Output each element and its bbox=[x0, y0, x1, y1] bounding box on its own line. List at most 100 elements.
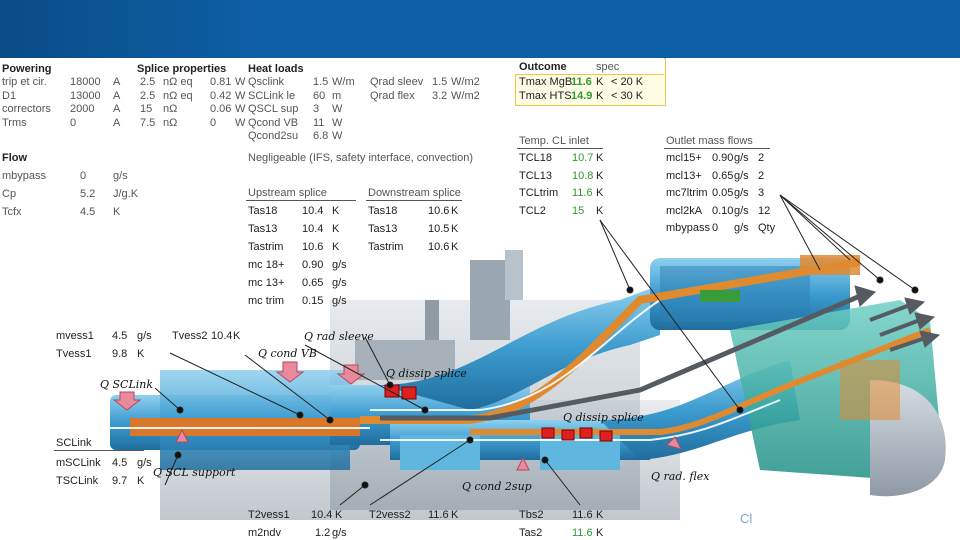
t2vess1-value: 10.4 bbox=[311, 509, 333, 521]
tvess2-name: Tvess2 bbox=[172, 330, 208, 342]
downstream-unit: K bbox=[451, 205, 459, 217]
vessel-unit: K bbox=[137, 348, 145, 360]
heat-load-value: 1.5 bbox=[313, 76, 329, 88]
heat-load-arrows bbox=[112, 361, 682, 471]
upstream-name: Tas13 bbox=[248, 223, 278, 235]
upstream-splice-underline bbox=[246, 200, 356, 201]
splice-unit: nΩ eq bbox=[163, 76, 193, 88]
outcome-spec: < 30 K bbox=[611, 90, 644, 102]
heat-loads-title: Heat loads bbox=[248, 63, 304, 75]
label-qscl-support: Q SCL support bbox=[153, 466, 236, 479]
flow-unit: K bbox=[113, 206, 121, 218]
powering-name: correctors bbox=[2, 103, 51, 115]
heat-load-unit: W/m bbox=[332, 76, 355, 88]
tcl-unit: K bbox=[596, 187, 604, 199]
tvess2-unit: K bbox=[233, 330, 241, 342]
downstream-value: 10.6 bbox=[428, 205, 450, 217]
t2vess2-name: T2vess2 bbox=[369, 509, 411, 521]
temp-cl-inlet-title: Temp. CL inlet bbox=[519, 135, 589, 147]
tcl-name: TCLtrim bbox=[519, 187, 559, 199]
t2vess1-name: T2vess1 bbox=[248, 509, 290, 521]
splice-value: 2.5 bbox=[140, 89, 156, 102]
splice-unit: nΩ eq bbox=[163, 89, 193, 102]
splice-power-unit: W bbox=[235, 116, 246, 129]
outcome-spec: < 20 K bbox=[611, 76, 644, 88]
header-gradient bbox=[0, 0, 260, 58]
heat-load-extra-value: 1.5 bbox=[432, 76, 448, 88]
vessel-value: 9.8 bbox=[112, 348, 128, 360]
powering-value: 2000 bbox=[70, 103, 95, 115]
heat-load-extra-name: Qrad sleev bbox=[370, 76, 424, 88]
outlet-unit: g/s bbox=[734, 169, 749, 182]
outcome-header bbox=[515, 58, 664, 75]
outlet-unit: g/s bbox=[734, 204, 749, 217]
label-qdissip-upper: Q dissip splice bbox=[386, 367, 467, 380]
t2vess1-unit: K bbox=[335, 509, 343, 521]
heat-load-unit: W bbox=[332, 103, 343, 115]
label-qdissip-lower: Q dissip splice bbox=[563, 411, 644, 424]
downstream-splice-title: Downstream splice bbox=[368, 187, 461, 199]
label-qcond-vb: Q cond VB bbox=[258, 347, 317, 360]
splice-power: 0.06 bbox=[210, 103, 232, 115]
heat-load-unit: W bbox=[332, 116, 343, 129]
outlet-count: 2 bbox=[758, 152, 765, 164]
splice-unit: nΩ bbox=[163, 116, 178, 129]
tbs2-name: Tbs2 bbox=[519, 509, 544, 521]
m2ndv-value: 1.2 bbox=[315, 527, 331, 539]
upstream-unit: K bbox=[332, 223, 340, 235]
tas2-value: 11.6 bbox=[572, 527, 593, 539]
outlet-mass-flows-title: Outlet mass flows bbox=[666, 135, 753, 147]
splice-power: 0.42 bbox=[210, 89, 232, 102]
outcome-unit: K bbox=[596, 76, 604, 88]
powering-unit: A bbox=[113, 76, 121, 88]
heat-load-name: Qcond2su bbox=[248, 130, 299, 142]
tcl-name: TCL18 bbox=[519, 152, 553, 164]
powering-name: Trms bbox=[2, 116, 27, 129]
upstream-value: 10.4 bbox=[302, 205, 324, 217]
heat-load-extra-unit: W/m2 bbox=[451, 89, 480, 102]
heat-load-value: 3 bbox=[313, 103, 320, 115]
sclink-unit: g/s bbox=[137, 457, 152, 469]
tas2-name: Tas2 bbox=[519, 527, 543, 539]
upstream-value: 10.6 bbox=[302, 241, 324, 253]
outlet-count: Qty bbox=[758, 222, 776, 234]
upstream-name: mc 18+ bbox=[248, 259, 285, 271]
sclink-unit: K bbox=[137, 475, 145, 487]
upstream-name: Tas18 bbox=[248, 205, 278, 217]
tbs2-value: 11.6 bbox=[572, 509, 593, 521]
flow-name: mbypass bbox=[2, 170, 47, 182]
outlet-count: 3 bbox=[758, 187, 765, 199]
downstream-name: Tas13 bbox=[368, 223, 398, 235]
label-qcond-2sup: Q cond 2sup bbox=[462, 480, 532, 493]
heat-loads-note: Negligeable (IFS, safety interface, conv… bbox=[248, 152, 474, 164]
label-qrad-sleeve: Q rad sleeve bbox=[304, 330, 374, 343]
upstream-name: mc 13+ bbox=[248, 277, 285, 289]
outlet-value: 0.10 bbox=[712, 204, 734, 217]
sclink-underline bbox=[54, 450, 144, 451]
tcl-value: 10.8 bbox=[572, 169, 594, 182]
powering-unit: A bbox=[113, 103, 121, 115]
outlet-name: mbypass bbox=[666, 222, 711, 234]
upstream-unit: K bbox=[332, 205, 340, 217]
t2vess2-unit: K bbox=[451, 509, 459, 521]
tvess2-value: 10.4 bbox=[211, 330, 233, 342]
header-bar bbox=[0, 0, 960, 58]
flow-unit: J/g.K bbox=[113, 188, 139, 200]
flow-title: Flow bbox=[2, 152, 28, 164]
outlet-name: mcl2kA bbox=[666, 204, 703, 217]
outlet-unit: g/s bbox=[734, 222, 749, 234]
heat-load-unit: m bbox=[332, 89, 342, 102]
splice-value: 2.5 bbox=[140, 76, 156, 88]
flow-unit: g/s bbox=[113, 170, 128, 182]
outcome-value: 14.9 bbox=[571, 90, 593, 102]
upstream-name: mc trim bbox=[248, 295, 285, 307]
heat-load-value: 11 bbox=[313, 116, 325, 129]
sclink-value: 9.7 bbox=[112, 475, 128, 487]
upstream-unit: K bbox=[332, 241, 340, 253]
outlet-count: 2 bbox=[758, 169, 765, 182]
powering-name: trip et cir. bbox=[2, 76, 47, 88]
temp-cl-inlet-underline bbox=[517, 148, 603, 149]
outlet-name: mcl15+ bbox=[666, 152, 702, 164]
splice-power-unit: W bbox=[235, 76, 246, 88]
outlet-value: 0.05 bbox=[712, 187, 734, 199]
